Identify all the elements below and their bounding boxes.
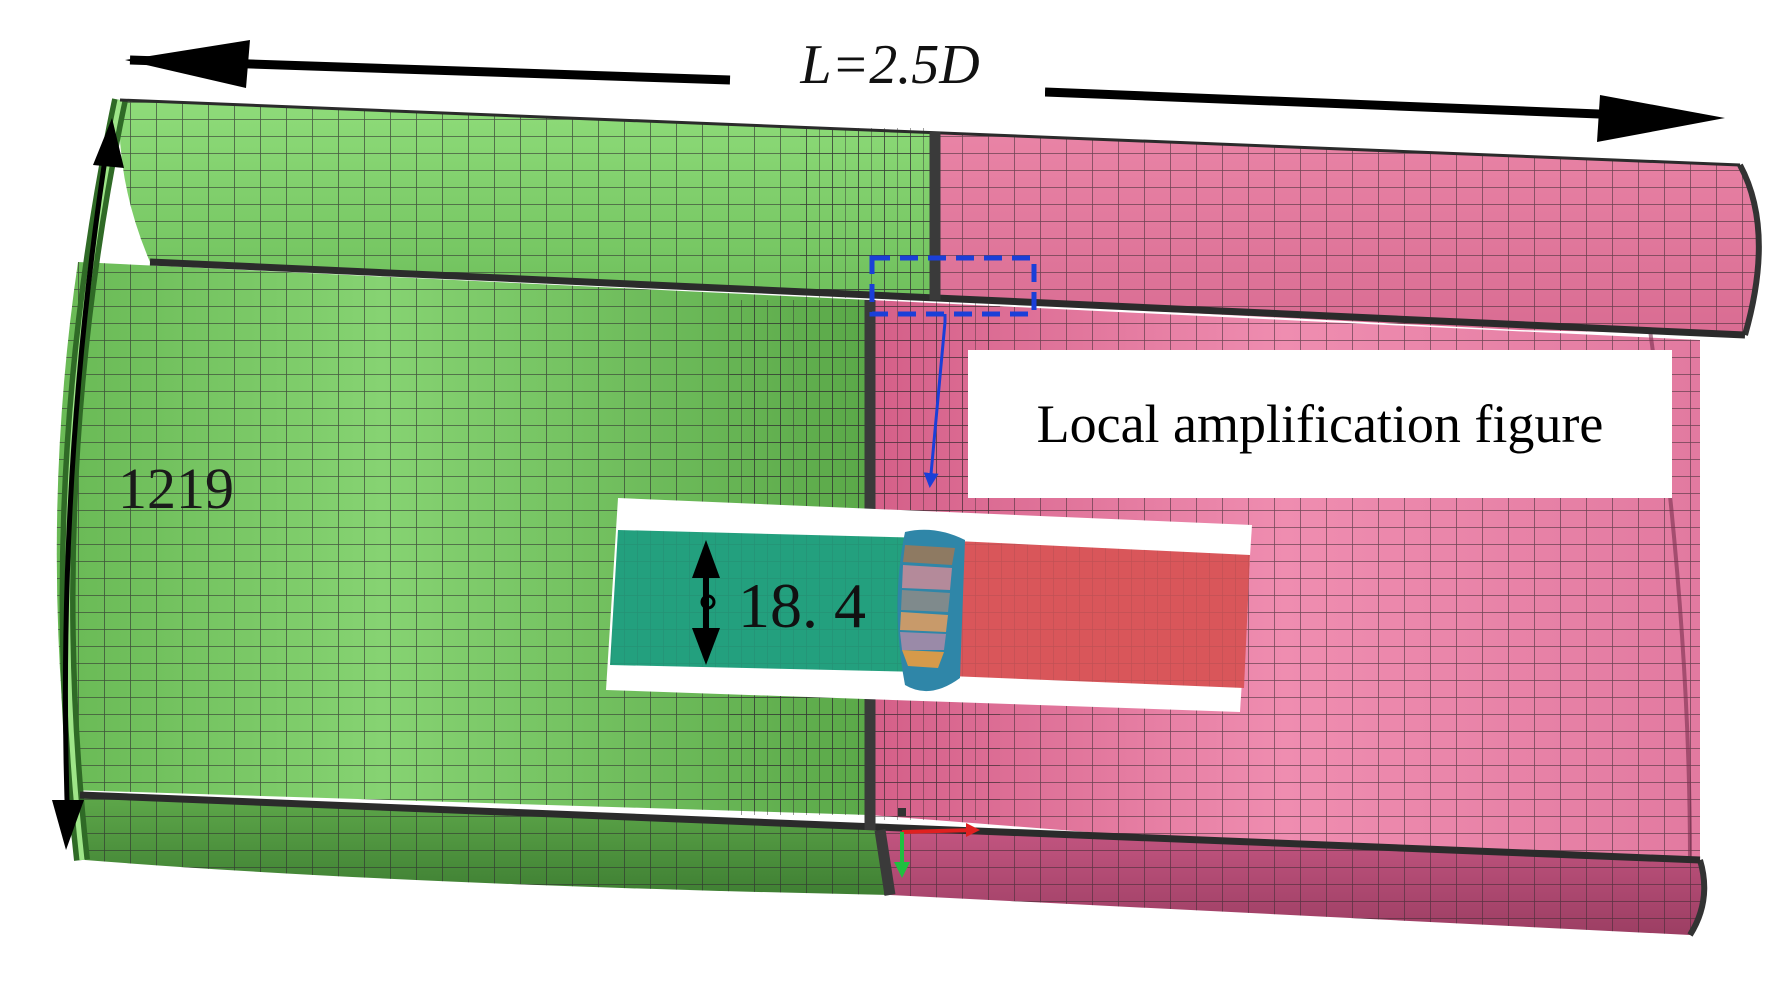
weld-detail-inset: 18. 4 bbox=[606, 498, 1252, 712]
length-label: L=2.5D bbox=[799, 34, 979, 96]
diameter-dimension: 1219 bbox=[52, 118, 234, 850]
dimension-arrow-icon bbox=[1044, 87, 1701, 123]
callout-box bbox=[968, 350, 1672, 498]
dashed-zoom-box bbox=[869, 255, 1037, 317]
pointer-arrow-icon bbox=[923, 314, 947, 488]
callout-label: Local amplification figure bbox=[1037, 394, 1604, 454]
diameter-arrow-icon bbox=[62, 139, 111, 831]
diameter-label: 1219 bbox=[118, 456, 234, 521]
callout: Local amplification figure bbox=[968, 350, 1672, 498]
coordinate-axis-icon bbox=[894, 808, 980, 878]
weld-bead bbox=[897, 529, 965, 692]
weld-seam-bottom bbox=[874, 829, 896, 896]
zoom-region bbox=[869, 255, 1037, 488]
thickness-label: 18. 4 bbox=[738, 570, 866, 641]
length-dimension: L=2.5D bbox=[125, 34, 1725, 142]
